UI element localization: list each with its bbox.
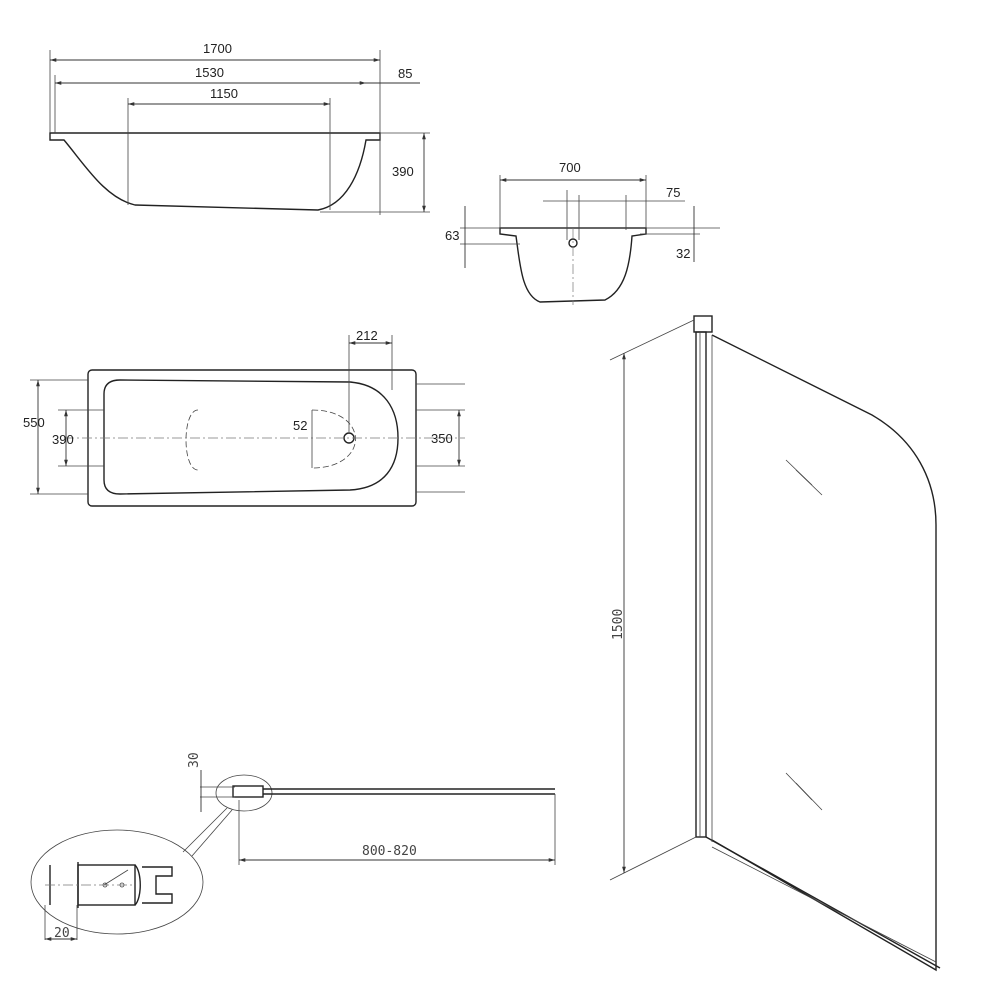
dim-overall-width: 550 (23, 415, 45, 430)
dim-rim-width: 85 (398, 66, 412, 81)
dim-profile-depth: 30 (187, 752, 202, 768)
dim-drain-height: 32 (676, 246, 690, 261)
dim-depth: 390 (392, 164, 414, 179)
dim-rim-height: 63 (445, 228, 459, 243)
dim-overall-length: 1700 (203, 41, 232, 56)
dim-screen-height: 1500 (611, 609, 626, 640)
dim-profile-width: 20 (54, 926, 70, 941)
tub-end-profile (499, 227, 647, 303)
dim-bottom-length: 1150 (210, 86, 238, 101)
screen-elevation: 1500 (609, 315, 941, 972)
profile-detail: 20 (44, 862, 173, 941)
screen-plan-view: 30 800-820 20 (30, 752, 556, 941)
dim-width: 700 (559, 160, 581, 175)
glass-panel (711, 334, 937, 972)
dim-inner-width-head: 390 (52, 432, 74, 447)
tub-basin-outline (103, 379, 399, 495)
dim-drain-offset: 212 (356, 328, 378, 343)
dim-drain-diameter: 52 (293, 418, 307, 433)
detail-magnifier (30, 829, 204, 935)
top-view: 212 550 390 52 350 (23, 328, 465, 507)
wall-profile (695, 331, 707, 838)
dim-offset: 75 (666, 185, 680, 200)
dim-inner-length: 1530 (195, 65, 224, 80)
tub-side-profile (49, 132, 381, 211)
dim-width-range: 800-820 (362, 844, 417, 859)
dim-inner-width-foot: 350 (431, 431, 453, 446)
side-view: 1700 1530 85 1150 390 (49, 41, 430, 215)
end-view: 700 75 63 32 (445, 160, 720, 305)
